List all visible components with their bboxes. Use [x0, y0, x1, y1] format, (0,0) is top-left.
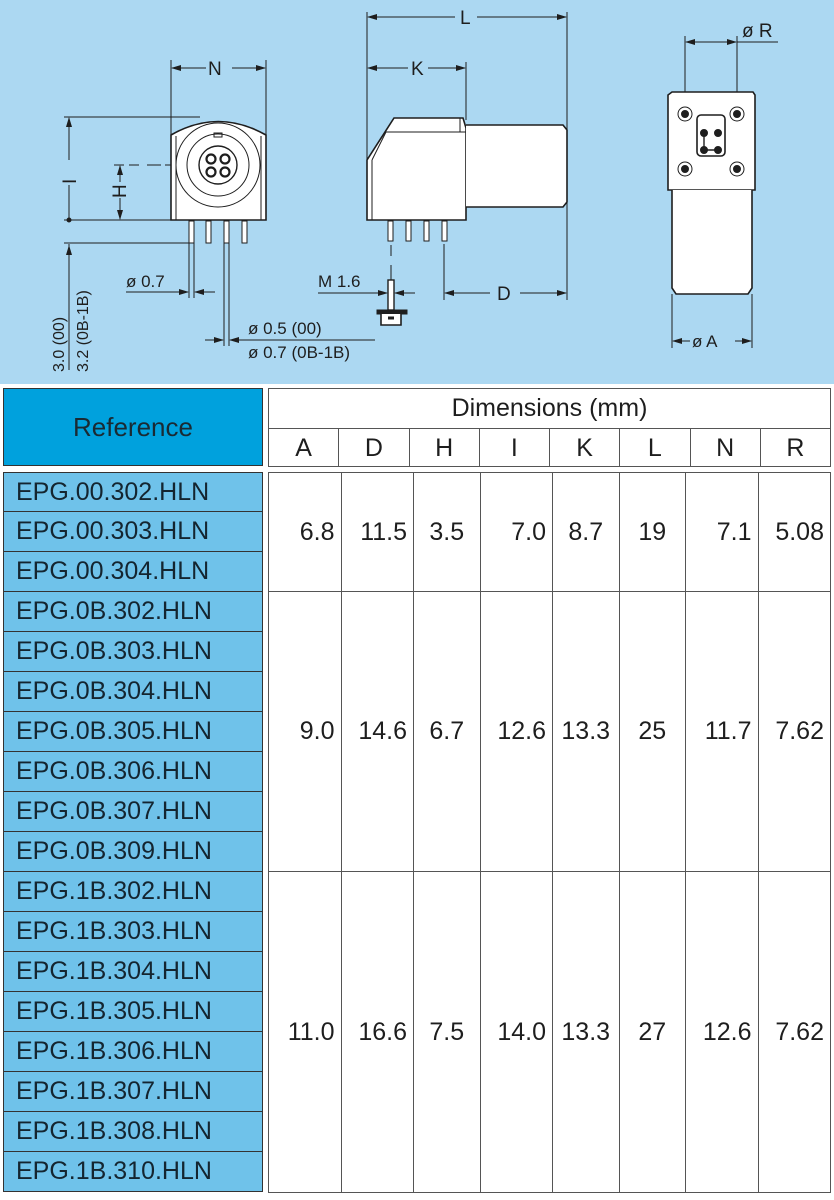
reference-cell: EPG.1B.305.HLN: [3, 992, 263, 1032]
value-a: 6.8: [299, 517, 335, 546]
value-i: 7.0: [479, 473, 553, 591]
label-screw: M 1.6: [318, 272, 361, 291]
label-i: I: [60, 179, 81, 184]
reference-cell: EPG.00.302.HLN: [3, 472, 263, 512]
reference-cell: EPG.0B.303.HLN: [3, 632, 263, 672]
reference-cell: EPG.0B.305.HLN: [3, 712, 263, 752]
value-h: 6.7: [413, 592, 480, 871]
dimensions-title: Dimensions (mm): [269, 389, 830, 429]
column-header-n: N: [689, 429, 760, 467]
reference-cell: EPG.0B.302.HLN: [3, 592, 263, 632]
value-l: 19: [618, 473, 686, 591]
side-view: [318, 12, 568, 326]
reference-cell: EPG.1B.307.HLN: [3, 1072, 263, 1112]
value-n: 12.6: [685, 872, 758, 1192]
value-k: 13.3: [552, 592, 619, 871]
column-header-a: A: [295, 433, 312, 462]
value-h: 7.5: [413, 872, 480, 1192]
value-h: 3.5: [413, 473, 480, 591]
value-i: 14.0: [479, 872, 553, 1192]
value-k: 8.7: [552, 473, 619, 591]
column-header-h: H: [408, 429, 479, 467]
value-r: 7.62: [757, 872, 831, 1192]
front-view: [64, 60, 375, 370]
value-l: 25: [618, 592, 686, 871]
reference-cell: EPG.00.303.HLN: [3, 512, 263, 552]
reference-cell: EPG.1B.310.HLN: [3, 1152, 263, 1192]
column-header-d: D: [338, 429, 408, 467]
column-header-i: I: [478, 429, 549, 467]
dimension-values: 6.8 11.5 3.5 7.0 8.7 19 7.1 5.08 9.0 14.…: [268, 472, 831, 1193]
label-a: ø A: [692, 332, 718, 351]
reference-cell: EPG.1B.306.HLN: [3, 1032, 263, 1072]
label-height-0b1b: 3.2 (0B-1B): [75, 290, 92, 372]
reference-list: EPG.00.302.HLN EPG.00.303.HLN EPG.00.304…: [3, 472, 263, 1192]
label-r: ø R: [742, 21, 773, 42]
top-view: [667, 36, 778, 348]
column-header-r: R: [759, 429, 830, 467]
reference-cell: EPG.1B.308.HLN: [3, 1112, 263, 1152]
value-r: 7.62: [757, 592, 831, 871]
reference-cell: EPG.00.304.HLN: [3, 552, 263, 592]
column-header-k: K: [549, 429, 619, 467]
value-k: 13.3: [552, 872, 619, 1192]
dimensions-header: Dimensions (mm) A D H I K L N R: [268, 388, 831, 467]
reference-cell: EPG.0B.307.HLN: [3, 792, 263, 832]
value-d: 11.5: [340, 473, 414, 591]
label-d: D: [497, 284, 511, 305]
column-header-l: L: [619, 429, 689, 467]
size-group-0b: 9.0 14.6 6.7 12.6 13.3 25 11.7 7.62: [268, 592, 831, 872]
reference-cell: EPG.1B.302.HLN: [3, 872, 263, 912]
size-group-1b: 11.0 16.6 7.5 14.0 13.3 27 12.6 7.62: [268, 872, 831, 1193]
label-pin-tip-0b1b: ø 0.7 (0B-1B): [248, 343, 350, 362]
value-n: 11.7: [685, 592, 758, 871]
label-h: H: [110, 184, 131, 198]
size-group-00: 6.8 11.5 3.5 7.0 8.7 19 7.1 5.08: [268, 472, 831, 592]
value-d: 16.6: [340, 872, 414, 1192]
label-height-00: 3.0 (00): [51, 317, 68, 372]
reference-cell: EPG.0B.306.HLN: [3, 752, 263, 792]
value-a: 9.0: [299, 717, 335, 745]
technical-drawing: N I H ø 0.7 ø 0.5 (00) ø 0.7 (0B-1B) 3.0…: [0, 0, 834, 384]
label-n: N: [208, 59, 222, 80]
label-k: K: [411, 59, 424, 80]
value-n: 7.1: [685, 473, 758, 591]
reference-cell: EPG.0B.304.HLN: [3, 672, 263, 712]
reference-cell: EPG.1B.304.HLN: [3, 952, 263, 992]
value-i: 12.6: [479, 592, 553, 871]
drawing-canvas: N I H ø 0.7 ø 0.5 (00) ø 0.7 (0B-1B) 3.0…: [51, 8, 778, 372]
dimension-columns: A D H I K L N R: [269, 429, 830, 467]
value-r: 5.08: [757, 473, 831, 591]
reference-cell: EPG.0B.309.HLN: [3, 832, 263, 872]
reference-cell: EPG.1B.303.HLN: [3, 912, 263, 952]
value-l: 27: [618, 872, 686, 1192]
reference-column-header: Reference: [3, 388, 263, 466]
label-pin-diameter: ø 0.7: [126, 272, 165, 291]
label-pin-tip-00: ø 0.5 (00): [248, 319, 322, 338]
value-d: 14.6: [340, 592, 414, 871]
value-a: 11.0: [287, 1017, 335, 1046]
label-l: L: [460, 8, 471, 29]
